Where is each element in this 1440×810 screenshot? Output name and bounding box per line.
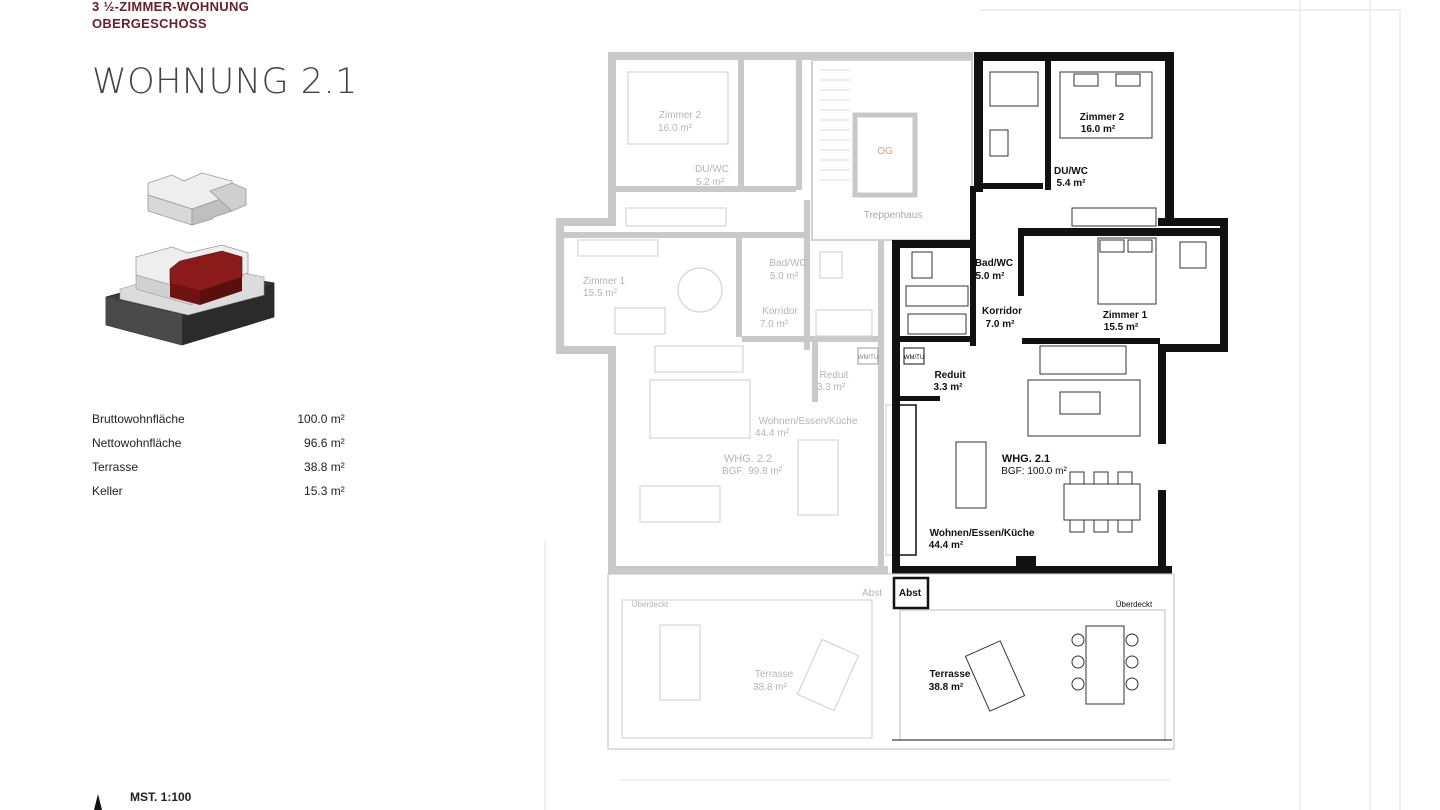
room-name: DU/WC bbox=[1054, 166, 1088, 177]
room-name: DU/WC bbox=[695, 164, 729, 175]
room-name: Korridor bbox=[762, 306, 798, 317]
room-name: Wohnen/Essen/Küche bbox=[930, 528, 1035, 539]
covered-label: Überdeckt bbox=[632, 600, 669, 609]
page-title: WOHNUNG 2.1 bbox=[92, 62, 358, 102]
table-row: Bruttowohnfläche 100.0 m² bbox=[92, 407, 345, 431]
unit-name: WHG. 2.2 bbox=[724, 453, 772, 465]
stat-value: 96.6 m² bbox=[304, 436, 345, 450]
room-area: 38.8 m² bbox=[929, 682, 964, 693]
info-panel: 3 ½-ZIMMER-WOHNUNG OBERGESCHOSS WOHNUNG … bbox=[0, 0, 520, 810]
apartment-2-1-labels: Zimmer 2 16.0 m² DU/WC 5.4 m² Bad/WC 5.0… bbox=[929, 112, 1153, 693]
apartment-kicker: 3 ½-ZIMMER-WOHNUNG OBERGESCHOSS bbox=[92, 0, 249, 32]
room-area: 5.4 m² bbox=[1057, 178, 1087, 189]
roof-block bbox=[147, 172, 247, 226]
room-name: Abst bbox=[862, 588, 882, 599]
room-name: Bad/WC bbox=[769, 258, 806, 269]
scale-label: MST. 1:100 bbox=[130, 790, 192, 804]
table-row: Terrasse 38.8 m² bbox=[92, 455, 345, 479]
stat-label: Keller bbox=[92, 484, 123, 498]
room-name: Terrasse bbox=[930, 669, 971, 680]
og-label: OG bbox=[877, 146, 893, 157]
stair-core: OG Treppenhaus bbox=[811, 59, 973, 241]
terrace-outline bbox=[607, 573, 1175, 750]
floor-name: OBERGESCHOSS bbox=[92, 16, 207, 31]
covered-label: Überdeckt bbox=[1116, 600, 1153, 609]
stat-label: Bruttowohnfläche bbox=[92, 412, 185, 426]
table-row: Nettowohnfläche 96.6 m² bbox=[92, 431, 345, 455]
building-stack bbox=[105, 244, 275, 346]
floor-plan: OG Treppenhaus Zimmer 2 16.0 m² DU/WC 5.… bbox=[544, 0, 1401, 810]
apartment-type: 3 ½-ZIMMER-WOHNUNG bbox=[92, 0, 250, 14]
room-area: 15.5 m² bbox=[1104, 322, 1139, 333]
wmtu-label: WM/TU bbox=[904, 355, 924, 361]
room-area: 16.0 m² bbox=[1081, 124, 1116, 135]
wmtu-label: WM/TU bbox=[858, 355, 878, 361]
apartment-2-2-walls bbox=[556, 52, 973, 574]
apartment-2-1-walls bbox=[892, 52, 1228, 574]
room-name: Wohnen/Essen/Küche bbox=[759, 416, 858, 427]
stat-label: Nettowohnfläche bbox=[92, 436, 182, 450]
stair-label: Treppenhaus bbox=[864, 210, 923, 221]
apartment-2-1-furniture bbox=[892, 71, 1207, 741]
room-area: 7.0 m² bbox=[760, 319, 789, 330]
room-area: 5.0 m² bbox=[770, 271, 799, 282]
table-row: Keller 15.3 m² bbox=[92, 479, 345, 503]
stat-value: 100.0 m² bbox=[297, 412, 345, 426]
room-area: 5.2 m² bbox=[696, 177, 725, 188]
stat-label: Terrasse bbox=[92, 460, 139, 474]
room-area: 16.0 m² bbox=[658, 123, 693, 134]
north-arrow-icon bbox=[94, 794, 102, 810]
site-context bbox=[544, 0, 1401, 810]
room-area: 5.0 m² bbox=[976, 271, 1006, 282]
apartment-2-2-furniture bbox=[577, 71, 895, 739]
room-area: 38.8 m² bbox=[753, 682, 788, 693]
abst-box: Abst bbox=[892, 576, 930, 610]
unit-name: WHG. 2.1 bbox=[1002, 453, 1050, 465]
room-name: Terrasse bbox=[755, 669, 794, 680]
room-area: 7.0 m² bbox=[986, 319, 1016, 330]
stat-value: 15.3 m² bbox=[304, 484, 345, 498]
room-name: Reduit bbox=[934, 370, 966, 381]
wmtu-symbols: WM/TU WM/TU bbox=[857, 347, 925, 365]
room-area: 44.4 m² bbox=[755, 428, 790, 439]
room-area: 15.5 m² bbox=[583, 288, 618, 299]
room-name: Bad/WC bbox=[975, 258, 1013, 269]
stat-value: 38.8 m² bbox=[304, 460, 345, 474]
room-name: Zimmer 2 bbox=[659, 110, 702, 121]
unit-bgf: BGF: 100.0 m² bbox=[1001, 466, 1067, 477]
room-area: 3.3 m² bbox=[817, 382, 846, 393]
room-name: Reduit bbox=[820, 370, 849, 381]
unit-bgf: BGF: 99.8 m² bbox=[722, 466, 783, 477]
area-table: Bruttowohnfläche 100.0 m² Nettowohnfläche… bbox=[92, 407, 345, 503]
room-name: Abst bbox=[899, 588, 922, 599]
room-area: 3.3 m² bbox=[934, 382, 964, 393]
room-name: Zimmer 2 bbox=[1080, 112, 1125, 123]
room-area: 44.4 m² bbox=[929, 540, 964, 551]
building-isometric-diagram bbox=[105, 172, 275, 346]
room-name: Zimmer 1 bbox=[1103, 310, 1148, 321]
apartment-2-2-labels: Zimmer 2 16.0 m² DU/WC 5.2 m² Zimmer 1 1… bbox=[583, 110, 882, 693]
room-name: Zimmer 1 bbox=[583, 276, 626, 287]
room-name: Korridor bbox=[982, 306, 1022, 317]
